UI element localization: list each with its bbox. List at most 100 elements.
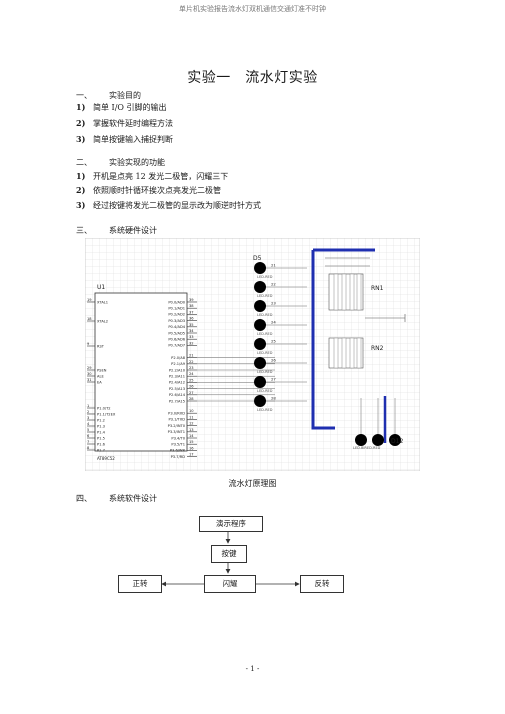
- pin-name: EA: [97, 380, 102, 384]
- led-icon: [254, 357, 266, 369]
- pin-name: P2.2/A10: [169, 368, 186, 372]
- led-label: LED-RED: [257, 389, 273, 393]
- pin-name: P1.2: [97, 418, 105, 422]
- pin-name: P0.6/AD6: [168, 338, 185, 342]
- pin-number: 5: [87, 428, 89, 432]
- pin-name: P1.4: [97, 430, 106, 434]
- pin-number: 25: [189, 378, 194, 382]
- page-title: 实验一 流水灯实验: [187, 70, 318, 86]
- pin-number: 16: [189, 446, 194, 450]
- power-symbol: [365, 314, 406, 322]
- led-label: LED-RED: [257, 370, 273, 374]
- list-item: 1)简单 I/O 引脚的输出: [76, 102, 167, 112]
- pin-name: P1.6: [97, 442, 106, 446]
- pin-name: P0.3/AD3: [168, 319, 185, 323]
- led-icon: [254, 319, 266, 331]
- led-pin-number: 27: [271, 377, 276, 382]
- led-icon: [254, 395, 266, 407]
- flow-box-demo: 演示程序: [199, 516, 263, 532]
- pin-name: P2.7/A15: [169, 399, 185, 403]
- pin-number: 3: [87, 416, 89, 420]
- blue-bus: [311, 248, 375, 430]
- section-2-title: 实验实现的功能: [109, 158, 165, 167]
- svg-text:RN1: RN1: [371, 285, 384, 292]
- flow-box-flash: 闪耀: [204, 575, 256, 593]
- page-header: 单片机实验报告流水灯双机通信交通灯准不时钟: [179, 5, 326, 13]
- led-label: LED-RED: [257, 275, 273, 279]
- pin-number: 34: [189, 329, 194, 333]
- led-pin-number: 25: [271, 339, 276, 344]
- section-3-number: 三、: [76, 226, 92, 235]
- pin-number: 15: [189, 440, 194, 444]
- mcu-right-pins: 39P0.0/AD038P0.1/AD137P0.2/AD236P0.3/AD3…: [168, 298, 275, 459]
- list-item: 3)简单按键输入捕捉判断: [76, 134, 173, 144]
- led-pin-number: 23: [271, 301, 276, 306]
- pin-number: 13: [189, 428, 194, 432]
- pin-number: 35: [189, 323, 194, 327]
- list-item: 2)掌握软件延时编程方法: [76, 118, 173, 128]
- svg-text:RN2: RN2: [371, 345, 384, 352]
- pin-number: 6: [87, 434, 90, 438]
- pin-name: P2.0/A8: [171, 356, 186, 360]
- pin-name: P3.6/WR: [170, 449, 186, 453]
- pin-name: P2.6/A14: [169, 393, 186, 397]
- pin-name: P1.3: [97, 424, 105, 428]
- pin-number: 4: [87, 422, 90, 426]
- pin-name: P1.5: [97, 436, 105, 440]
- section-1-number: 一、: [76, 91, 92, 100]
- led-icon: [254, 338, 266, 350]
- led-top-ref: D5: [253, 255, 262, 262]
- pin-number: 31: [87, 378, 92, 382]
- led-pin-number: 21: [271, 263, 276, 268]
- section-1-title: 实验目的: [109, 91, 141, 100]
- list-item: 1)开机是点亮 12 发光二极管，闪耀三下: [76, 171, 229, 181]
- section-1-heading: 一、 实验目的: [76, 90, 141, 101]
- pin-number: 12: [189, 422, 194, 426]
- pin-number: 21: [189, 354, 194, 358]
- flow-box-key: 按键: [211, 545, 247, 563]
- pin-name: P3.2/INT0: [168, 424, 186, 428]
- led-label: LED-RED: [257, 408, 273, 412]
- section-4-title: 系统软件设计: [109, 494, 157, 503]
- resistor-network-rn2: RN2: [328, 337, 384, 369]
- resistor-network-rn1: RN1: [325, 257, 384, 311]
- led-label: LED-RED: [257, 313, 273, 317]
- pin-number: 28: [189, 397, 194, 401]
- pin-name: P3.1/TXD: [168, 418, 185, 422]
- pin-number: 17: [189, 453, 194, 457]
- pin-name: P2.1/A9: [171, 362, 186, 366]
- led-bottom-ref: D12: [391, 438, 403, 445]
- pin-number: 22: [189, 360, 194, 364]
- pin-name: P1.0/T2: [97, 406, 111, 410]
- section-2-number: 二、: [76, 158, 92, 167]
- pin-name: XTAL1: [97, 300, 108, 304]
- pin-number: 29: [87, 366, 92, 370]
- pin-number: 2: [87, 410, 89, 414]
- pin-number: 8: [87, 446, 90, 450]
- pin-name: P2.5/A13: [169, 387, 185, 391]
- flow-box-reverse: 反转: [300, 575, 344, 593]
- pin-name: P3.5/T1: [171, 443, 185, 447]
- led-icon: [254, 262, 266, 274]
- led-icon: [254, 376, 266, 388]
- pin-number: 39: [189, 298, 194, 302]
- pin-name: P3.4/T0: [171, 436, 185, 440]
- pin-number: 33: [189, 335, 194, 339]
- mcu-left-pins: 19XTAL118XTAL29RST29PSEN30ALE31EA1P1.0/T…: [87, 298, 116, 452]
- pin-name: ALE: [97, 374, 104, 378]
- pin-number: 18: [87, 317, 92, 321]
- pin-name: P0.7/AD7: [168, 344, 185, 348]
- pin-name: P1.7: [97, 448, 105, 452]
- section-2-heading: 二、 实验实现的功能: [76, 157, 165, 168]
- led-icon: [355, 434, 367, 446]
- flowchart-connectors: [161, 532, 300, 587]
- flow-box-forward: 正转: [118, 575, 162, 593]
- list-item: 3)经过按键将发光二极管的显示改为顺逆时针方式: [76, 200, 261, 210]
- pin-name: P2.4/A12: [169, 381, 185, 385]
- pin-name: P1.1/T2EX: [97, 412, 116, 416]
- pin-number: 1: [87, 404, 89, 408]
- section-4-heading: 四、系统软件设计: [76, 493, 157, 504]
- schematic-caption: 流水灯原理图: [228, 479, 277, 488]
- pin-name: P0.5/AD5: [168, 331, 185, 335]
- mcu-chip: [94, 292, 188, 452]
